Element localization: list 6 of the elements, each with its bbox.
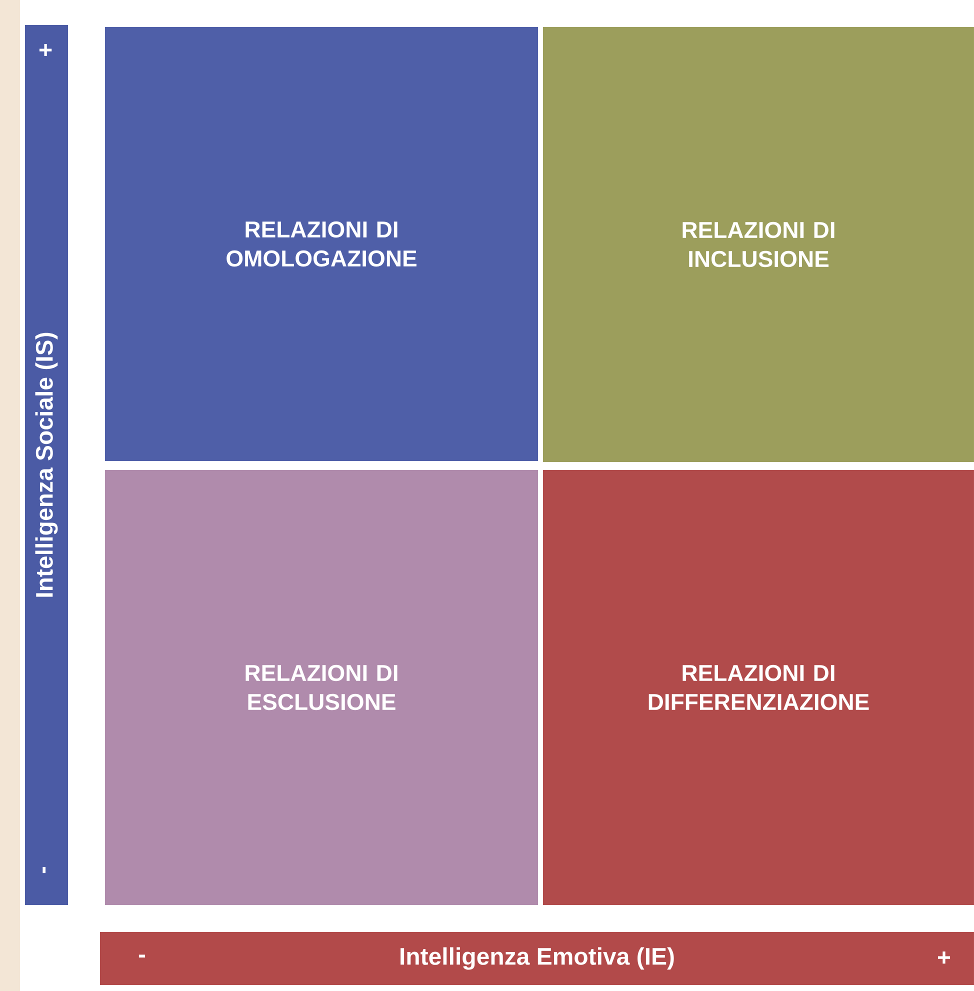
axis-bar: + Intelligenza Sociale (IS) - [25,25,68,905]
quadrant-box: RELAZIONI DI INCLUSIONE [543,27,974,462]
quadrant-box: RELAZIONI DI DIFFERENZIAZIONE [543,470,974,905]
quadrant-box: RELAZIONI DI OMOLOGAZIONE [105,27,538,461]
axis-bar: - Intelligenza Emotiva (IE) + [100,932,974,985]
quadrant-box: RELAZIONI DI ESCLUSIONE [105,470,538,905]
